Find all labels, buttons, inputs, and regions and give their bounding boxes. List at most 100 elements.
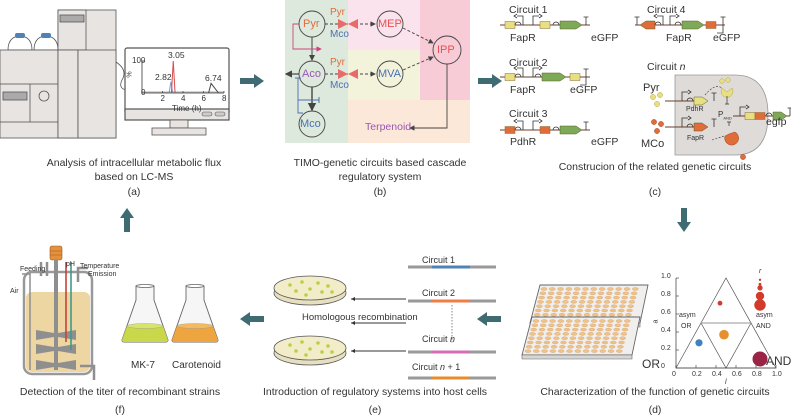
well	[572, 327, 579, 332]
homologous-recombination-label: Homologous recombination	[302, 312, 418, 323]
well	[548, 323, 555, 327]
bowtie-regulator	[338, 69, 358, 79]
well	[555, 327, 562, 332]
x-tick-label: 1.0	[772, 371, 782, 378]
regulator-mco-mid: Mco	[330, 80, 349, 91]
well	[616, 349, 623, 353]
dashed-arrow	[711, 135, 725, 141]
well	[557, 287, 564, 291]
size-legend-marker	[755, 291, 765, 301]
colony	[300, 340, 304, 344]
recombination-arrowhead	[351, 297, 355, 301]
peak-label-2-82: 2.82	[155, 72, 172, 82]
well	[549, 349, 557, 353]
well	[598, 323, 605, 327]
well	[577, 304, 585, 308]
well	[601, 308, 608, 313]
panel-letter-f: (f)	[115, 404, 125, 416]
terminator	[583, 16, 589, 25]
well	[623, 323, 630, 327]
monitor	[124, 47, 230, 136]
colony	[326, 344, 330, 348]
label-suffix: 2	[450, 288, 456, 298]
rbs-gene-box	[705, 21, 717, 29]
well	[561, 304, 568, 308]
well	[569, 304, 576, 308]
label-prefix: Circuit	[422, 255, 451, 265]
terminator	[787, 107, 791, 116]
label-prefix: Circuit	[412, 362, 441, 372]
data-point	[717, 300, 723, 306]
y-tick-label: 0.2	[661, 345, 671, 352]
node-mva	[376, 60, 404, 88]
air-label: Air	[10, 288, 19, 295]
well	[586, 304, 593, 308]
circuit-4-title: Circuit 4	[647, 4, 686, 16]
promoter-and-label: PAND	[718, 110, 732, 121]
fapr-protein	[724, 131, 739, 146]
circuit-n-title-prefix: Circuit	[647, 61, 680, 73]
well	[613, 327, 620, 332]
x-tick-label: 0.6	[732, 371, 742, 378]
well	[570, 300, 577, 304]
data-point	[719, 329, 729, 340]
rbs-gene-box	[754, 112, 766, 120]
well	[544, 304, 551, 308]
colony	[294, 289, 298, 293]
well	[611, 336, 618, 340]
output-egfp-label: egfp	[766, 116, 787, 128]
promoter-arrowhead	[513, 65, 518, 71]
bottle-cap-left	[15, 33, 25, 38]
x-tick-label: 0.8	[752, 371, 762, 378]
flow-arrow-down	[677, 208, 691, 232]
well	[599, 349, 606, 353]
colony	[288, 343, 292, 347]
chromatogram-x-label: Time (h)	[172, 104, 202, 113]
well	[544, 336, 552, 340]
rbs	[552, 21, 560, 26]
well	[596, 327, 604, 332]
well	[574, 349, 581, 353]
rbs-gene-box	[504, 21, 516, 29]
well	[552, 340, 559, 345]
well	[546, 295, 554, 300]
node-mep-label: MEP	[378, 18, 402, 30]
well	[535, 308, 542, 313]
x-tick-label: 0.4	[712, 371, 722, 378]
well	[537, 332, 545, 336]
circuit-4-gene1: FapR	[666, 32, 692, 44]
well	[573, 323, 580, 327]
circuit-e-n-plus-1-label: Circuit n + 1	[412, 362, 460, 372]
well	[626, 308, 633, 313]
well	[591, 349, 598, 353]
well	[582, 319, 589, 323]
well	[607, 319, 614, 323]
lc-ms-instrument	[0, 9, 127, 139]
well	[553, 336, 560, 340]
well	[574, 287, 581, 291]
well	[601, 340, 609, 345]
well	[551, 308, 559, 313]
circuit-bars	[351, 265, 496, 380]
panel-letter-d: (d)	[648, 404, 662, 416]
colony	[330, 350, 334, 354]
cascade-network-diagram	[284, 0, 470, 143]
pyr-molecule	[657, 92, 663, 98]
rbs-gene-box	[569, 73, 581, 81]
feeding-pipes	[39, 262, 49, 276]
well	[576, 340, 584, 345]
well	[565, 287, 573, 291]
well	[614, 323, 622, 327]
peak-label-3-05: 3.05	[168, 50, 185, 60]
circuit-n-title: Circuit n	[647, 61, 686, 73]
rbs	[552, 126, 560, 131]
well	[550, 313, 557, 317]
well	[574, 319, 581, 323]
well	[560, 340, 567, 345]
well	[570, 332, 578, 336]
monitor-button	[214, 111, 226, 117]
promoter-subscript: AND	[723, 115, 732, 121]
well	[584, 345, 591, 349]
promoter-arrow	[517, 67, 524, 77]
well	[593, 308, 600, 313]
